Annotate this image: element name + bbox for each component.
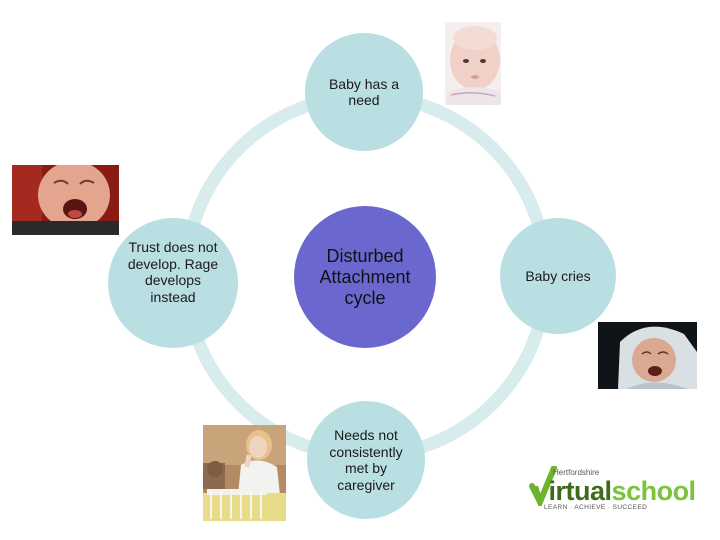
cycle-node-top: Baby has a need: [305, 33, 423, 151]
checkmark-icon: [529, 466, 557, 506]
center-circle: Disturbed Attachment cycle: [294, 206, 436, 348]
logo-small-text: Hertfordshire: [553, 468, 600, 477]
calm-baby-photo: [445, 22, 501, 105]
logo-wordmark: virtualschool: [534, 476, 696, 506]
cycle-node-left-label: Trust does not develop. Rage develops in…: [127, 239, 219, 305]
hooded-baby-photo: [598, 322, 697, 389]
cycle-node-top-label: Baby has a need: [328, 75, 400, 109]
logo-wordmark-virtual: irtual: [548, 476, 613, 506]
cycle-node-bottom: Needs not consistently met by caregiver: [307, 401, 425, 519]
crying-baby-photo: [12, 165, 119, 235]
logo-wordmark-v: v: [534, 476, 549, 506]
virtual-school-logo: Hertfordshire virtualschool LEARN · ACHI…: [528, 464, 696, 514]
cycle-node-bottom-label: Needs not consistently met by caregiver: [329, 427, 403, 493]
cycle-node-left: Trust does not develop. Rage develops in…: [108, 218, 238, 348]
mother-and-cot-photo: [203, 425, 286, 521]
center-label: Disturbed Attachment cycle: [319, 245, 411, 308]
cycle-node-right: Baby cries: [500, 218, 616, 334]
logo-tagline: LEARN · ACHIEVE · SUCCEED: [544, 504, 648, 511]
logo-wordmark-school: school: [611, 476, 697, 506]
cycle-node-right-label: Baby cries: [525, 267, 591, 284]
